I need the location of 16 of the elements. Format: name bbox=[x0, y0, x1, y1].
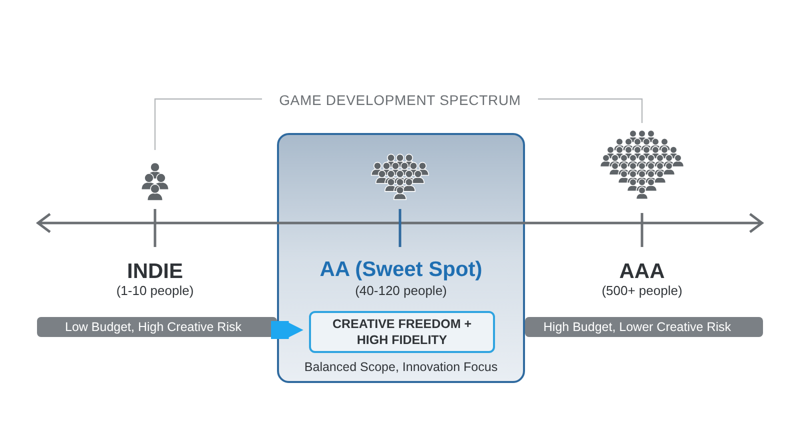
highlight-panel bbox=[277, 133, 525, 383]
diagram-title: GAME DEVELOPMENT SPECTRUM bbox=[278, 91, 522, 110]
range-bar bbox=[37, 317, 277, 337]
tier-heading: AA (Sweet Spot) bbox=[318, 257, 484, 283]
highlight-box bbox=[309, 311, 495, 353]
team-size-label: (1-10 people) bbox=[115, 282, 195, 300]
tier-label: INDIE bbox=[126, 259, 184, 285]
highlight-text: CREATIVE FREEDOM + HIGH FIDELITY bbox=[332, 316, 472, 348]
team-size-label: (500+ people) bbox=[600, 282, 684, 300]
range-text: Low Budget, High Creative Risk bbox=[65, 318, 242, 336]
range-text: High Budget, Lower Creative Risk bbox=[543, 318, 731, 336]
range-bar bbox=[525, 317, 763, 337]
tier-label: AAA bbox=[618, 259, 666, 285]
team-size-text: (40-120 people) bbox=[354, 282, 448, 300]
arrow bbox=[271, 321, 304, 339]
focus-text: Balanced Scope, Innovation Focus bbox=[303, 359, 499, 376]
